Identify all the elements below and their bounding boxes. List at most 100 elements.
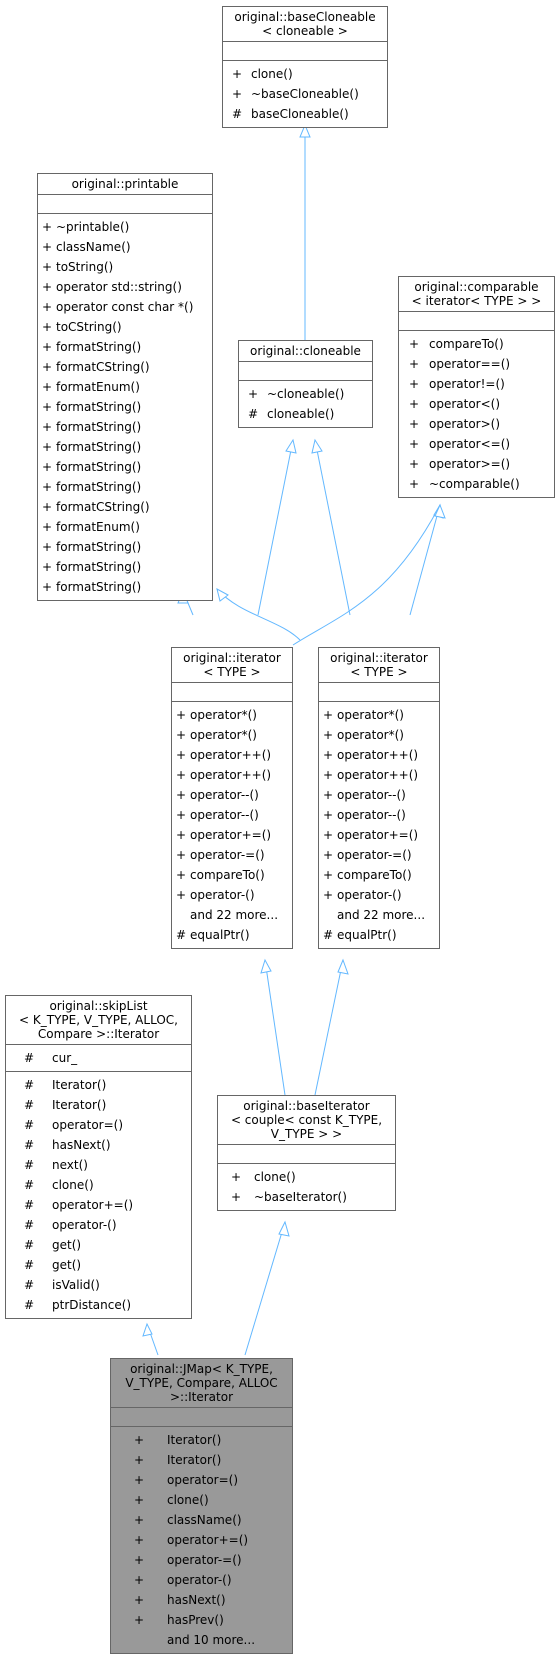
visibility-marker: + — [41, 560, 53, 574]
op-row: #Iterator() — [6, 1095, 191, 1115]
op-row: and 22 more... — [172, 905, 292, 925]
class-skiplist-iterator: original::skipList< K_TYPE, V_TYPE, ALLO… — [5, 995, 192, 1319]
op-section: #Iterator()#Iterator()#operator=()#hasNe… — [6, 1072, 191, 1318]
op-name: and 22 more... — [337, 908, 426, 922]
op-row: +formatEnum() — [38, 377, 212, 397]
op-row: +~cloneable() — [239, 384, 372, 404]
op-name: equalPtr() — [337, 928, 397, 942]
op-row: +formatCString() — [38, 497, 212, 517]
class-title: original::cloneable — [239, 341, 372, 361]
class-title-line: < iterator< TYPE > > — [411, 294, 542, 308]
op-section: +~printable()+className()+toString()+ope… — [38, 214, 212, 600]
op-row: +operator<() — [399, 394, 554, 414]
visibility-marker: + — [408, 477, 420, 491]
op-row: #next() — [6, 1155, 191, 1175]
visibility-marker: + — [41, 540, 53, 554]
op-row: # operator=() — [6, 1115, 191, 1135]
visibility-marker: + — [322, 768, 334, 782]
section-divider — [111, 1426, 292, 1427]
op-name: ~printable() — [56, 220, 130, 234]
op-row: +operator*() — [172, 705, 292, 725]
op-row: #ptrDistance() — [6, 1295, 191, 1315]
op-name: formatCString() — [56, 500, 150, 514]
visibility-marker: + — [175, 868, 187, 882]
class-title-line: < TYPE > — [350, 665, 408, 679]
op-name: operator+=() — [337, 828, 419, 842]
visibility-marker: + — [408, 457, 420, 471]
visibility-marker: # — [23, 1178, 35, 1192]
op-name: next() — [52, 1158, 88, 1172]
op-name: ~comparable() — [429, 477, 520, 491]
visibility-marker: + — [175, 768, 187, 782]
op-row: +operator*() — [319, 705, 439, 725]
op-section: +compareTo()+operator==()+operator!=()+o… — [399, 331, 554, 497]
section-divider — [319, 682, 439, 683]
op-row: +operator!=() — [399, 374, 554, 394]
class-iterator-a: original::iterator< TYPE >+operator*()+o… — [171, 647, 293, 949]
visibility-marker: # — [23, 1118, 35, 1132]
visibility-marker: + — [41, 580, 53, 594]
attr-section — [319, 683, 439, 701]
op-row: +formatString() — [38, 477, 212, 497]
op-name: operator const char *() — [56, 300, 194, 314]
visibility-marker: # — [23, 1298, 35, 1312]
arrowhead-iteratorA — [260, 958, 272, 974]
op-row: +operator--() — [172, 785, 292, 805]
op-name: Iterator() — [167, 1453, 222, 1467]
class-basecloneable: original::baseCloneable< cloneable >+clo… — [222, 6, 388, 128]
op-name: and 10 more... — [167, 1633, 256, 1647]
op-row: +operator++() — [319, 765, 439, 785]
visibility-marker: + — [41, 420, 53, 434]
op-row: +className() — [111, 1510, 292, 1530]
op-row: +clone() — [111, 1490, 292, 1510]
arrowhead-baseiterator — [278, 1220, 290, 1237]
attr-section — [218, 1145, 395, 1163]
visibility-marker: + — [175, 888, 187, 902]
edge-iteratorB-to-cloneable — [314, 439, 351, 616]
attr-section: #cur_ — [6, 1045, 191, 1071]
class-title-line: original::comparable — [414, 280, 539, 294]
op-name: operator++() — [190, 748, 272, 762]
class-title-line: original::JMap< K_TYPE, — [130, 1362, 273, 1376]
op-name: ~baseCloneable() — [251, 87, 359, 101]
op-name: operator>() — [429, 417, 501, 431]
attr-section — [38, 195, 212, 213]
op-row: +operator==() — [399, 354, 554, 374]
op-row: +hasPrev() — [111, 1610, 292, 1630]
op-row: +operator+=() — [172, 825, 292, 845]
op-row: +operator-() — [319, 885, 439, 905]
class-title-line: original::printable — [71, 177, 179, 191]
class-title: original::baseCloneable< cloneable > — [223, 7, 387, 41]
class-title-line: original::iterator — [330, 651, 428, 665]
visibility-marker: # — [175, 928, 187, 942]
op-row: +operator<=() — [399, 434, 554, 454]
section-divider — [172, 701, 292, 702]
visibility-marker: + — [230, 1190, 242, 1204]
op-row: #hasNext() — [6, 1135, 191, 1155]
op-name: operator-() — [337, 888, 402, 902]
class-title-line: < K_TYPE, V_TYPE, ALLOC, — [19, 1013, 178, 1027]
op-row: +formatString() — [38, 337, 212, 357]
class-title-line: original::baseCloneable — [234, 10, 376, 24]
edge-baseiterator-to-iteratorA — [264, 959, 286, 1096]
visibility-marker: + — [231, 67, 243, 81]
class-iterator-b: original::iterator< TYPE >+operator*()+o… — [318, 647, 440, 949]
op-row: #equalPtr() — [172, 925, 292, 945]
op-name: hasPrev() — [167, 1613, 224, 1627]
op-name: operator=() — [52, 1118, 124, 1132]
visibility-marker: + — [133, 1573, 145, 1587]
attr-section — [172, 683, 292, 701]
op-row: #isValid() — [6, 1275, 191, 1295]
op-row: +operator>() — [399, 414, 554, 434]
edge-jmap-to-baseiterator — [244, 1221, 286, 1356]
op-name: formatString() — [56, 400, 142, 414]
op-name: operator-=() — [190, 848, 265, 862]
visibility-marker: + — [322, 828, 334, 842]
visibility-marker: + — [322, 708, 334, 722]
edge-iteratorA-to-cloneable — [257, 439, 294, 616]
op-row: and 22 more... — [319, 905, 439, 925]
section-divider — [6, 1044, 191, 1045]
visibility-marker: + — [175, 808, 187, 822]
op-row: +clone() — [218, 1167, 395, 1187]
op-name: formatEnum() — [56, 520, 140, 534]
